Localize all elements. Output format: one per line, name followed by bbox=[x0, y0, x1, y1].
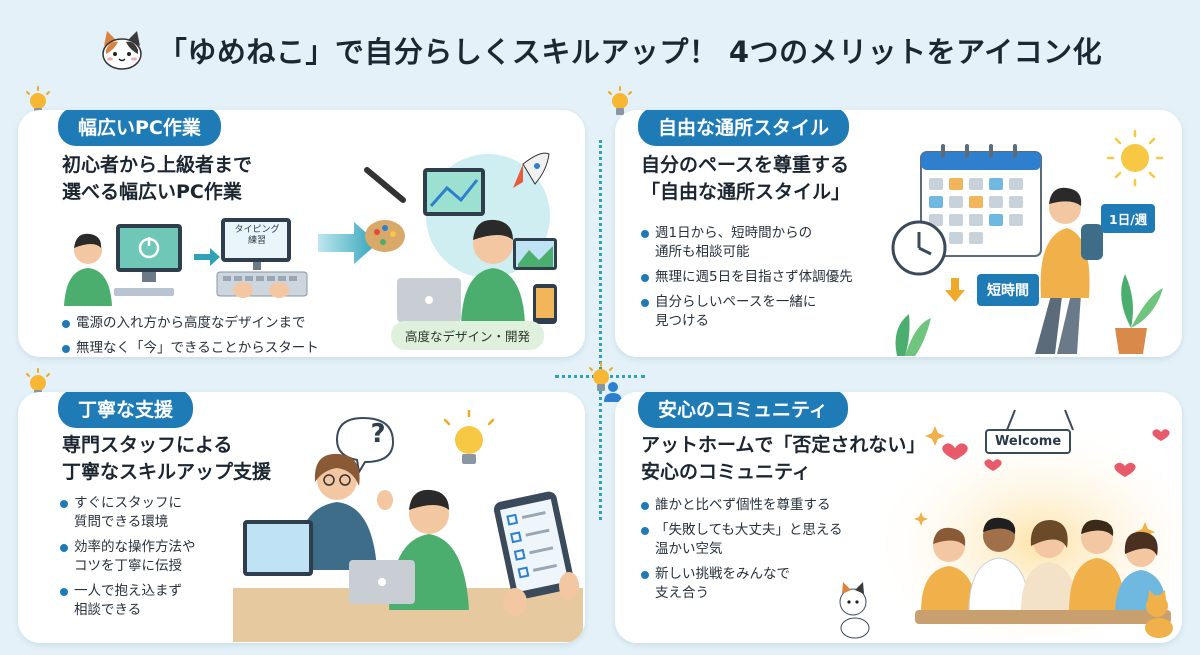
card-support: 丁寧な支援 専門スタッフによる 丁寧なスキルアップ支援 すぐにスタッフに質問でき… bbox=[18, 392, 585, 643]
page-title: 「ゆめねこ」で自分らしくスキルアップ！ 4つのメリットをアイコン化 bbox=[157, 35, 1103, 69]
list-item: すぐにスタッフに質問できる環境 bbox=[58, 494, 196, 532]
badge-support: 丁寧な支援 bbox=[58, 392, 194, 428]
schedule-bullet-list: 週1日から、短時間からの通所も相談可能 無理に週5日を目指さず体調優先 自分らし… bbox=[639, 224, 853, 337]
list-item: 一人で抱え込まず相談できる bbox=[58, 582, 196, 620]
badge-schedule: 自由な通所スタイル bbox=[638, 110, 850, 146]
tag-one-day-per-week: 1日/週 bbox=[1101, 204, 1156, 233]
page-header: 「ゆめねこ」で自分らしくスキルアップ！ 4つのメリットをアイコン化 bbox=[0, 22, 1200, 78]
list-item-line: 誰かと比べず個性を尊重する bbox=[655, 497, 831, 513]
lightbulb-icon bbox=[589, 362, 613, 391]
cat-logo-icon bbox=[102, 31, 142, 70]
list-item-line: コツを丁寧に伝授 bbox=[74, 558, 182, 574]
big-arrow-right-icon bbox=[318, 222, 378, 264]
list-item: 誰かと比べず個性を尊重する bbox=[639, 496, 843, 515]
list-item-line: 相談できる bbox=[74, 602, 142, 618]
advanced-design-illustration bbox=[364, 152, 557, 324]
list-item-line: 「失敗しても大丈夫」と思える bbox=[655, 522, 843, 538]
list-item-line: 見つける bbox=[655, 313, 709, 329]
lead-support-line1: 専門スタッフによる bbox=[62, 434, 233, 456]
list-item: 週1日から、短時間からの通所も相談可能 bbox=[639, 224, 853, 262]
list-item: 無理に週5日を目指さず体調優先 bbox=[639, 268, 853, 287]
lead-pc-line1: 初心者から上級者まで bbox=[62, 154, 253, 176]
list-item-line: すぐにスタッフに bbox=[74, 495, 182, 511]
badge-pc-work: 幅広いPC作業 bbox=[58, 110, 221, 146]
list-item-line: 無理に週5日を目指さず体調優先 bbox=[655, 269, 853, 285]
list-item-line: 新しい挑戦をみんなで bbox=[655, 566, 790, 582]
list-item: 「失敗しても大丈夫」と思える温かい空気 bbox=[639, 521, 843, 559]
badge-community: 安心のコミュニティ bbox=[638, 392, 848, 428]
list-item-line: 効率的な操作方法や bbox=[74, 539, 196, 555]
support-bullet-list: すぐにスタッフに質問できる環境 効率的な操作方法やコツを丁寧に伝授 一人で抱え込… bbox=[58, 494, 196, 626]
arrow-right-icon bbox=[194, 248, 220, 266]
community-bullet-list: 誰かと比べず個性を尊重する 「失敗しても大丈夫」と思える温かい空気 新しい挑戦を… bbox=[639, 496, 843, 609]
connector-vertical bbox=[599, 140, 602, 520]
list-item-line: 一人で抱え込まず bbox=[74, 583, 182, 599]
lead-community-line2: 安心のコミュニティ bbox=[641, 461, 811, 483]
list-item: 自分らしいペースを一緒に見つける bbox=[639, 293, 853, 331]
list-item-line: 温かい空気 bbox=[655, 541, 723, 557]
community-group-illustration bbox=[839, 409, 1180, 640]
welcome-sign: Welcome bbox=[985, 429, 1072, 454]
person-icon bbox=[604, 382, 622, 402]
tag-short-hours: 短時間 bbox=[977, 274, 1039, 306]
question-mark-icon: ? bbox=[370, 419, 386, 449]
card-schedule: 自由な通所スタイル 自分のペースを尊重する 「自由な通所スタイル」 週1日から、… bbox=[615, 110, 1182, 357]
calendar-walking-illustration bbox=[891, 129, 1164, 356]
lead-schedule-line2: 「自由な通所スタイル」 bbox=[641, 181, 851, 203]
card-community: 安心のコミュニティ アットホームで「否定されない」 安心のコミュニティ 誰かと比… bbox=[615, 392, 1182, 643]
list-item-line: 週1日から、短時間からの bbox=[655, 225, 813, 241]
list-item: 無理なく「今」できることからスタート bbox=[60, 339, 319, 357]
lightbulb-icon bbox=[608, 86, 632, 115]
list-item: 効率的な操作方法やコツを丁寧に伝授 bbox=[58, 538, 196, 576]
list-item: 新しい挑戦をみんなで支え合う bbox=[639, 565, 843, 603]
pc-bullet-list: 電源の入れ方から高度なデザインまで 無理なく「今」できることからスタート bbox=[60, 314, 319, 357]
list-item-line: 自分らしいペースを一緒に bbox=[655, 294, 817, 310]
lead-schedule-line1: 自分のペースを尊重する bbox=[641, 154, 850, 176]
card-pc-work: 幅広いPC作業 初心者から上級者まで 選べる幅広いPC作業 タイピング 練習 bbox=[18, 110, 585, 357]
beginner-at-computer-illustration bbox=[64, 224, 182, 306]
lead-pc-line2: 選べる幅広いPC作業 bbox=[62, 181, 242, 203]
typing-screen-label: タイピング 練習 bbox=[228, 225, 286, 247]
list-item-line: 質問できる環境 bbox=[74, 514, 169, 530]
lead-support-line2: 丁寧なスキルアップ支援 bbox=[62, 461, 272, 483]
list-item: 電源の入れ方から高度なデザインまで bbox=[60, 314, 319, 333]
list-item-line: 支え合う bbox=[655, 585, 709, 601]
typing-screen-label-line1: タイピング bbox=[234, 225, 280, 235]
advanced-design-pill: 高度なデザイン・開発 bbox=[391, 321, 545, 350]
typing-screen-label-line2: 練習 bbox=[247, 236, 266, 246]
staff-support-illustration bbox=[233, 410, 583, 642]
typing-practice-illustration bbox=[216, 218, 308, 298]
list-item-line: 通所も相談可能 bbox=[655, 244, 750, 260]
lead-community-line1: アットホームで「否定されない」 bbox=[641, 434, 926, 456]
